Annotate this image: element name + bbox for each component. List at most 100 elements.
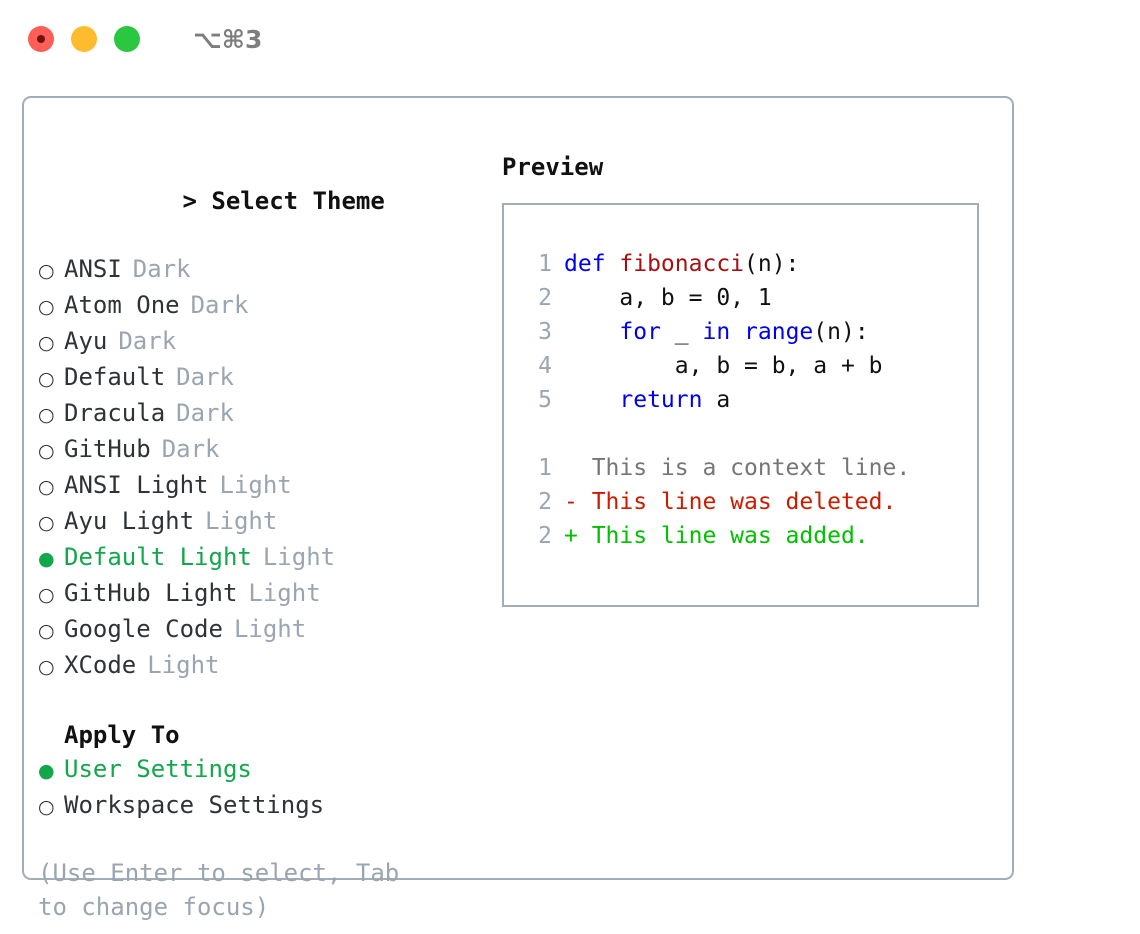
minimize-button[interactable]: [71, 26, 97, 52]
code-token: + This line was added.: [564, 523, 869, 549]
line-number: 2: [538, 489, 552, 515]
theme-option-label: Google Code: [64, 615, 223, 643]
code-line: 2 a, b = 0, 1: [520, 281, 977, 315]
theme-variant-tag: Dark: [132, 255, 191, 283]
radio-unselected-icon: ○: [38, 368, 55, 390]
theme-variant-tag: Light: [147, 651, 220, 679]
code-diff-spacer: [520, 417, 977, 451]
apply-to-option-label: User Settings: [64, 755, 252, 783]
apply-to-option-list: ● User Settings ○ Workspace Settings: [38, 752, 484, 824]
theme-option-label: XCode: [64, 651, 137, 679]
code-token: a, b = b, a + b: [564, 353, 883, 379]
select-theme-heading: > Select Theme: [38, 150, 484, 252]
theme-variant-tag: Light: [219, 471, 292, 499]
code-token: return: [619, 387, 703, 413]
radio-selected-icon: ●: [38, 760, 55, 782]
code-token: in: [702, 319, 731, 345]
line-number: 2: [538, 285, 552, 311]
radio-selected-icon: ●: [38, 548, 55, 570]
code-token: def: [564, 251, 620, 277]
theme-variant-tag: Light: [248, 579, 321, 607]
apply-to-option-label: Workspace Settings: [64, 791, 325, 819]
theme-variant-tag: Dark: [190, 291, 249, 319]
title-bar: ⌥⌘3: [0, 0, 1140, 78]
keyboard-shortcut-label: ⌥⌘3: [193, 24, 263, 54]
caret-prompt-icon: >: [182, 187, 212, 215]
theme-variant-tag: Dark: [176, 363, 234, 391]
theme-option-label: GitHub: [64, 435, 151, 463]
window-controls: [28, 26, 140, 52]
apply-to-heading: Apply To: [64, 721, 180, 749]
theme-option-label: Dracula: [64, 399, 166, 427]
line-number: 4: [538, 353, 552, 379]
theme-variant-tag: Dark: [161, 435, 220, 463]
theme-option-dracula[interactable]: ○ Dracula Dark: [38, 396, 484, 432]
theme-option-label: ANSI: [64, 255, 122, 283]
code-line: 3 for _ in range(n):: [520, 315, 977, 349]
line-number: 3: [538, 319, 552, 345]
radio-unselected-icon: ○: [38, 296, 55, 318]
theme-option-xcode[interactable]: ○ XCode Light: [38, 648, 484, 684]
code-token: [730, 315, 744, 349]
theme-option-label: Default Light: [64, 543, 252, 571]
code-token: for: [619, 319, 661, 345]
theme-option-label: GitHub Light: [64, 579, 238, 607]
radio-unselected-icon: ○: [38, 620, 55, 642]
code-line: 4 a, b = b, a + b: [520, 349, 977, 383]
code-token: (n):: [813, 319, 869, 345]
code-token: a, b = 0, 1: [564, 285, 772, 311]
preview-heading: Preview: [502, 153, 604, 181]
theme-variant-tag: Light: [205, 507, 278, 535]
theme-option-github[interactable]: ○ GitHub Dark: [38, 432, 484, 468]
radio-unselected-icon: ○: [38, 260, 55, 282]
theme-option-ansi-light[interactable]: ○ ANSI Light Light: [38, 468, 484, 504]
zoom-button[interactable]: [114, 26, 140, 52]
theme-variant-tag: Light: [233, 615, 307, 643]
code-token: a: [702, 387, 731, 413]
radio-unselected-icon: ○: [38, 584, 55, 606]
code-line: 5 return a: [520, 383, 977, 417]
radio-unselected-icon: ○: [38, 656, 55, 678]
help-hint-text: (Use Enter to select, Tab to change focu…: [38, 859, 414, 921]
theme-option-label: Ayu: [64, 327, 108, 355]
diff-line: 2- This line was deleted.: [520, 485, 977, 519]
radio-unselected-icon: ○: [38, 476, 55, 498]
radio-unselected-icon: ○: [38, 512, 55, 534]
radio-unselected-icon: ○: [38, 440, 55, 462]
code-token: [564, 315, 619, 349]
theme-option-atom-one[interactable]: ○ Atom One Dark: [38, 288, 484, 324]
code-token: (n):: [744, 251, 800, 277]
line-number: 1: [538, 455, 552, 481]
theme-option-label: ANSI Light: [64, 471, 209, 499]
radio-unselected-icon: ○: [38, 404, 55, 426]
line-number: 5: [538, 387, 552, 413]
theme-option-github-light[interactable]: ○ GitHub Light Light: [38, 576, 484, 612]
diff-line: 1 This is a context line.: [520, 451, 977, 485]
apply-to-option-user-settings[interactable]: ● User Settings: [38, 752, 484, 788]
line-number: 2: [538, 523, 552, 549]
theme-variant-tag: Dark: [176, 399, 234, 427]
code-token: range: [744, 319, 814, 345]
theme-option-google-code[interactable]: ○ Google Code Light: [38, 612, 484, 648]
close-button[interactable]: [28, 26, 54, 52]
code-token: fibonacci: [619, 251, 745, 277]
theme-option-label: Atom One: [64, 291, 180, 319]
code-token: [564, 383, 619, 417]
theme-option-ansi[interactable]: ○ ANSI Dark: [38, 252, 484, 288]
apply-to-option-workspace-settings[interactable]: ○ Workspace Settings: [38, 788, 484, 824]
radio-unselected-icon: ○: [38, 796, 55, 818]
code-token: This is a context line.: [564, 455, 911, 481]
diff-line: 2 + This line was added.: [520, 519, 977, 553]
